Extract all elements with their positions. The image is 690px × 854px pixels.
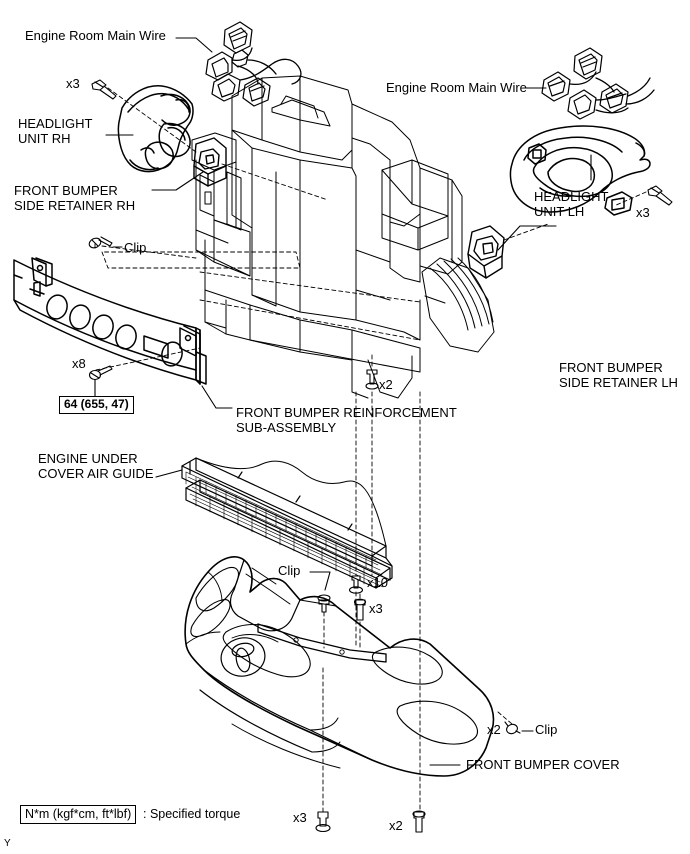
bolt-headlight-rh <box>91 79 117 100</box>
torque-spec-box: 64 (655, 47) <box>59 396 134 414</box>
qty-air-guide-bolts: x3 <box>369 601 383 616</box>
headlight-unit-lh <box>509 125 651 216</box>
qty-retainer-lh-bolts: x2 <box>379 377 393 392</box>
label-front-bumper-side-retainer-lh: FRONT BUMPER SIDE RETAINER LH <box>559 360 678 390</box>
engine-room-main-wire-lh <box>541 47 655 120</box>
bolt-reinforcement <box>88 365 113 381</box>
toyota-emblem <box>220 637 266 677</box>
headlight-unit-rh <box>117 85 194 173</box>
legend-torque-description: : Specified torque <box>143 807 241 821</box>
legend-torque-unit-box: N*m (kgf*cm, ft*lbf) <box>20 805 137 824</box>
clip-cover-right <box>504 721 521 735</box>
label-engine-room-main-wire-lh: Engine Room Main Wire <box>386 80 527 95</box>
front-bumper-side-retainer-rh <box>193 137 227 187</box>
label-front-bumper-side-retainer-rh: FRONT BUMPER SIDE RETAINER RH <box>14 183 136 213</box>
bolt-air-guide <box>353 598 367 621</box>
qty-air-guide-clips: x10 <box>367 575 388 590</box>
qty-cover-bolts-bottom-left: x3 <box>293 810 307 825</box>
label-clip-mid: Clip <box>278 563 301 578</box>
clip-upper <box>88 236 113 249</box>
alignment-lines <box>94 87 647 813</box>
radiator-support-assembly <box>191 75 495 399</box>
bolt-headlight-lh <box>647 185 673 206</box>
leader-lines <box>105 37 592 766</box>
qty-reinforcement-bolts: x8 <box>72 356 86 371</box>
label-headlight-unit-lh: HEADLIGHT UNIT LH <box>534 189 609 219</box>
front-bumper-side-retainer-lh <box>467 225 505 279</box>
label-engine-room-main-wire-rh: Engine Room Main Wire <box>25 28 166 43</box>
qty-headlight-rh-bolts: x3 <box>66 76 80 91</box>
front-bumper-reinforcement <box>13 257 207 385</box>
engine-room-main-wire-rh <box>205 21 302 107</box>
label-headlight-unit-rh: HEADLIGHT UNIT RH <box>18 116 93 146</box>
label-clip-lower: Clip <box>535 722 558 737</box>
label-clip-upper: Clip <box>124 240 147 255</box>
clip-mid <box>317 594 331 613</box>
qty-headlight-lh-bolts: x3 <box>636 205 650 220</box>
qty-cover-clips-right: x2 <box>487 722 501 737</box>
qty-cover-bolts-bottom-mid: x2 <box>389 818 403 833</box>
bolt-cover-bottom-left <box>315 811 331 833</box>
bolt-retainer-lh <box>365 369 379 390</box>
label-front-bumper-cover: FRONT BUMPER COVER <box>466 757 620 772</box>
label-front-bumper-reinforcement: FRONT BUMPER REINFORCEMENT SUB-ASSEMBLY <box>236 405 457 435</box>
engine-under-cover-air-guide <box>181 457 393 589</box>
label-engine-under-cover-air-guide: ENGINE UNDER COVER AIR GUIDE <box>38 451 154 481</box>
bolt-cover-bottom-mid <box>412 810 426 833</box>
front-bumper-cover <box>184 556 495 777</box>
corner-mark: Y <box>4 838 11 849</box>
